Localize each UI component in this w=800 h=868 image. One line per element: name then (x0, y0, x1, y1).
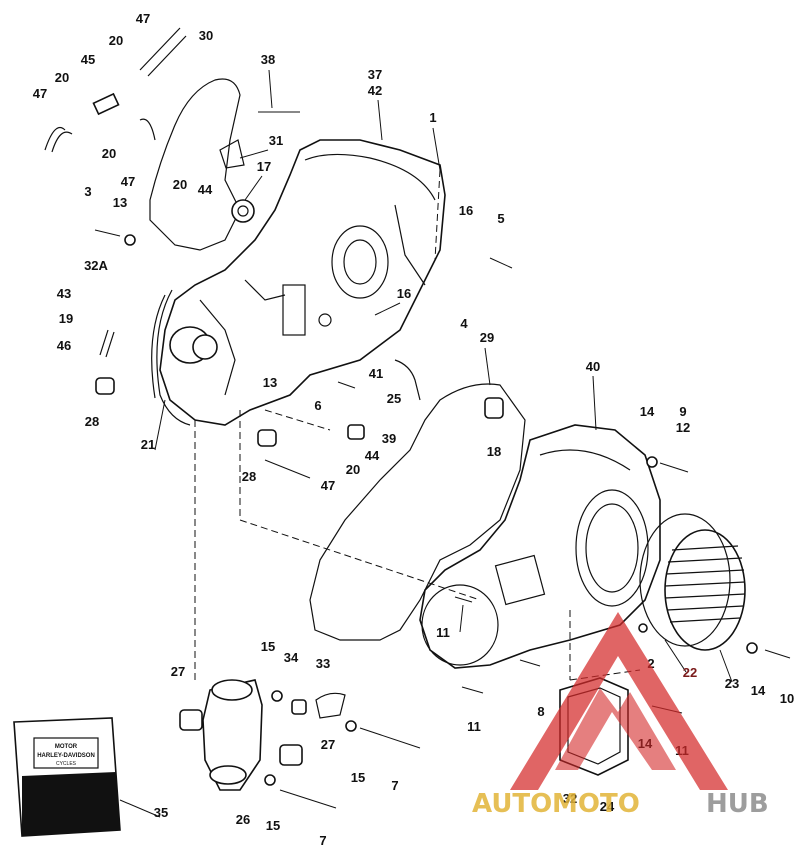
callout-16: 16 (397, 286, 411, 301)
gasket-30 (149, 78, 241, 251)
callout-31: 31 (269, 133, 283, 148)
callout-29: 29 (480, 330, 494, 345)
callout-18: 18 (487, 444, 501, 459)
callout-47: 47 (121, 174, 135, 189)
callout-32A: 32A (84, 258, 108, 273)
oil-label-line1: MOTOR (55, 744, 78, 750)
oil-label-line2: HARLEY-DAVIDSON (37, 753, 95, 759)
hoses (44, 27, 187, 358)
callout-2: 2 (647, 656, 654, 671)
callout-47: 47 (136, 11, 150, 26)
callout-38: 38 (261, 52, 275, 67)
callout-20: 20 (109, 33, 123, 48)
callout-14: 14 (751, 683, 766, 698)
callout-15: 15 (351, 770, 365, 785)
callout-44: 44 (365, 448, 380, 463)
callout-44: 44 (198, 182, 213, 197)
callout-4: 4 (460, 316, 468, 331)
callout-20: 20 (55, 70, 69, 85)
inner-primary-housing (159, 139, 446, 426)
callout-28: 28 (242, 469, 256, 484)
callout-5: 5 (497, 211, 504, 226)
oil-container-label: MOTOR HARLEY-DAVIDSON CYCLES (37, 744, 95, 767)
watermark-logo: AUTO MOTO HUB (472, 612, 769, 819)
callout-24: 24 (600, 799, 615, 814)
callout-15: 15 (261, 639, 275, 654)
mounting-bracket (179, 679, 303, 791)
watermark-moto: MOTO (552, 789, 640, 819)
callout-42: 42 (368, 83, 382, 98)
outer-primary-cover (419, 424, 661, 669)
callout-43: 43 (57, 286, 71, 301)
callout-27: 27 (171, 664, 185, 679)
callout-33: 33 (316, 656, 330, 671)
oil-label-line3: CYCLES (56, 761, 77, 767)
callout-20: 20 (346, 462, 360, 477)
callout-26: 26 (236, 812, 250, 827)
fasteners (94, 111, 791, 809)
callout-40: 40 (586, 359, 600, 374)
watermark-hub: HUB (706, 789, 769, 819)
callout-8: 8 (537, 704, 544, 719)
callout-9: 9 (679, 404, 686, 419)
callout-27: 27 (321, 737, 335, 752)
callout-22: 22 (683, 665, 697, 680)
callout-11: 11 (467, 719, 481, 734)
callout-10: 10 (780, 691, 794, 706)
leader-lines (119, 69, 733, 818)
callout-7: 7 (391, 778, 398, 793)
callout-35: 35 (154, 805, 168, 820)
callout-15: 15 (266, 818, 280, 833)
gasket-29 (309, 383, 526, 641)
callout-30: 30 (199, 28, 213, 43)
callout-3: 3 (84, 184, 91, 199)
callout-28: 28 (85, 414, 99, 429)
callout-19: 19 (59, 311, 73, 326)
derby-cover (639, 513, 746, 651)
callout-11: 11 (436, 625, 450, 640)
callout-37: 37 (368, 67, 382, 82)
callout-1: 1 (429, 110, 436, 125)
callout-12: 12 (676, 420, 690, 435)
callout-41: 41 (369, 366, 383, 381)
callout-20: 20 (173, 177, 187, 192)
callout-14: 14 (640, 404, 655, 419)
watermark-triangle-icon (510, 612, 728, 790)
callout-32: 32 (563, 791, 577, 806)
callout-20: 20 (102, 146, 116, 161)
callout-46: 46 (57, 338, 71, 353)
callout-21: 21 (141, 437, 155, 452)
callout-47: 47 (321, 478, 335, 493)
callout-13: 13 (263, 375, 277, 390)
callout-16: 16 (459, 203, 473, 218)
callout-7: 7 (319, 833, 326, 848)
callout-34: 34 (284, 650, 299, 665)
callout-23: 23 (725, 676, 739, 691)
gasket-21 (151, 289, 191, 426)
callout-17: 17 (257, 159, 271, 174)
callout-47: 47 (33, 86, 47, 101)
callout-6: 6 (314, 398, 321, 413)
oil-container (13, 717, 121, 837)
watermark-auto: AUTO (472, 789, 552, 819)
callout-39: 39 (382, 431, 396, 446)
callout-25: 25 (387, 391, 401, 406)
callout-45: 45 (81, 52, 95, 67)
callout-13: 13 (113, 195, 127, 210)
